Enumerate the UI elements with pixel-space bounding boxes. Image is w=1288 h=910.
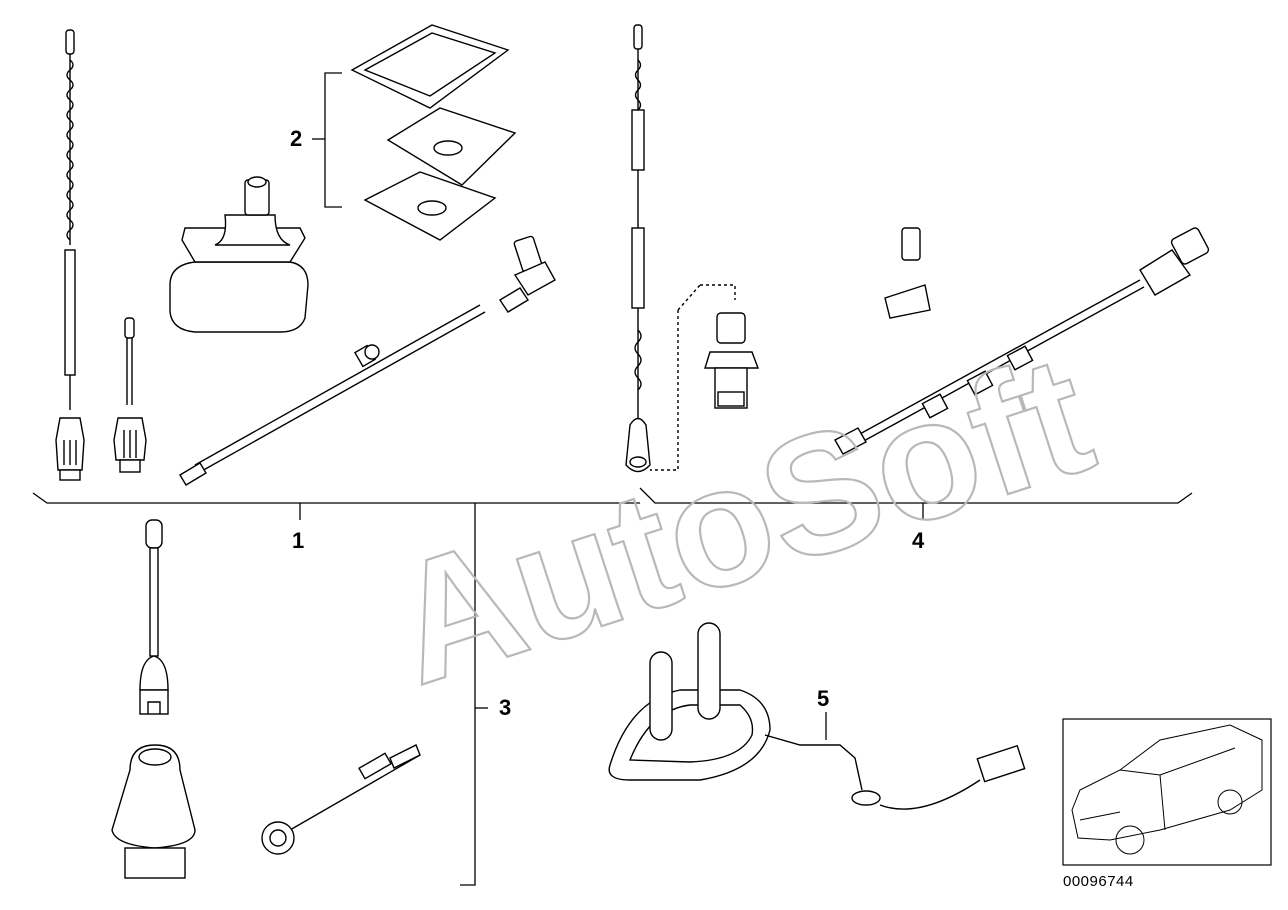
reference-number: 00096744: [1063, 873, 1134, 890]
stub-cable: [261, 744, 421, 855]
callout-3: 3: [499, 695, 512, 720]
callout-1: 1: [292, 528, 305, 553]
antenna-cable-right: [834, 227, 1210, 455]
antenna-base-gasket: [169, 176, 309, 333]
rod-antenna-right: [625, 24, 651, 473]
leader-lines: [32, 72, 1193, 886]
antenna-adapter: [650, 284, 760, 471]
rod-antenna-short: [113, 317, 147, 473]
rod-antenna-long: [55, 29, 85, 481]
stub-antenna: [139, 519, 169, 715]
callout-4: 4: [912, 528, 925, 553]
antenna-cable-left: [179, 235, 556, 486]
callout-5: 5: [817, 686, 830, 711]
callout-2: 2: [290, 126, 303, 151]
stub-antenna-base: [111, 744, 196, 879]
vehicle-thumbnail: [1062, 718, 1272, 866]
mounting-pads: [350, 24, 517, 241]
roof-antenna: [608, 622, 1026, 810]
